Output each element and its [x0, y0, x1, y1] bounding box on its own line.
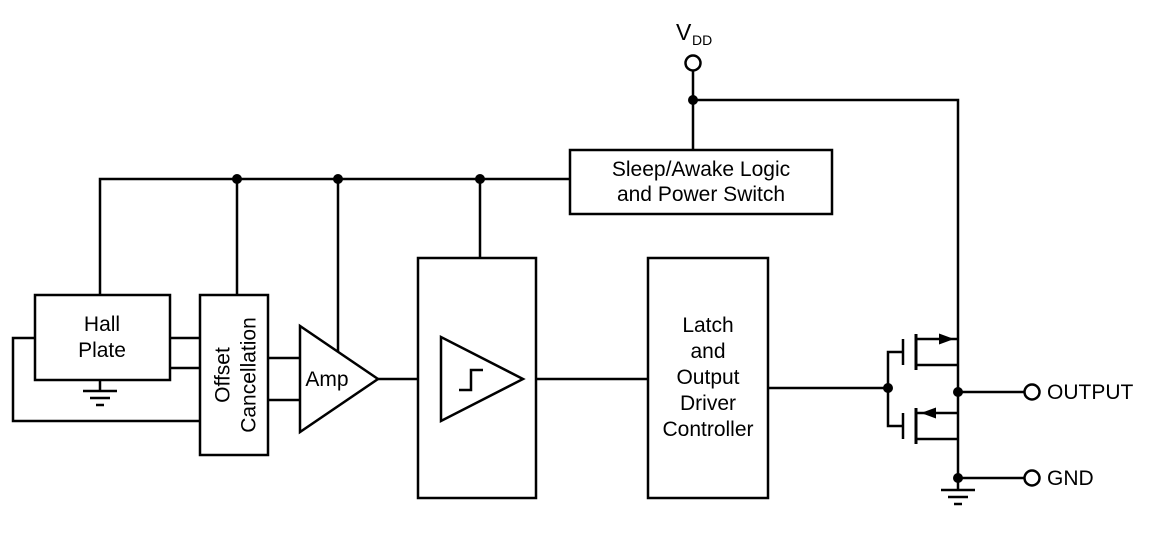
sleep-awake-label-line2: and Power Switch	[617, 183, 785, 206]
wire-hall-offset-wraparound	[11, 336, 200, 423]
junction-dot	[232, 174, 242, 184]
hall-plate-block: Hall Plate	[33, 293, 172, 382]
vdd-terminal: V DD	[676, 19, 712, 72]
output-label: OUTPUT	[1047, 381, 1134, 404]
mosfet-low-side	[901, 407, 958, 444]
mosfet-arrow-in-icon	[921, 407, 936, 419]
hall-plate-box	[33, 293, 172, 382]
wire-power-bus	[98, 177, 570, 295]
ground-symbol-output	[941, 488, 975, 506]
output-pin-circle	[1023, 383, 1041, 401]
wire-vdd-rail-right	[693, 98, 960, 490]
latch-label-line5: Controller	[662, 418, 753, 441]
gnd-terminal: GND	[1023, 467, 1094, 490]
gnd-label: GND	[1047, 467, 1094, 490]
amp-triangle	[298, 323, 381, 435]
hall-plate-label-line1: Hall	[84, 313, 120, 336]
output-terminal: OUTPUT	[1023, 381, 1134, 404]
junction-dot	[688, 95, 698, 105]
mosfet-high-side	[901, 333, 958, 370]
latch-label-line3: Output	[676, 366, 739, 389]
junction-dot	[883, 383, 893, 393]
junction-dot	[475, 174, 485, 184]
hysteresis-icon	[459, 368, 483, 392]
junction-dot	[953, 473, 963, 483]
latch-driver-box	[646, 256, 770, 500]
offset-cancellation-label-line1: Offset	[212, 347, 235, 403]
latch-label-line1: Latch	[682, 314, 733, 337]
latch-driver-block: Latch and Output Driver Controller	[646, 256, 770, 500]
offset-cancellation-block: Offset Cancellation	[198, 293, 270, 457]
sleep-awake-box	[568, 148, 834, 216]
hall-plate-label-line2: Plate	[78, 339, 126, 362]
vdd-label: V	[676, 19, 692, 45]
latch-label-line4: Driver	[680, 392, 736, 415]
mosfet-arrow-out-icon	[939, 333, 954, 345]
schmitt-comparator-triangle	[439, 334, 526, 424]
vdd-pin-circle	[684, 54, 702, 72]
sleep-awake-label-line1: Sleep/Awake Logic	[612, 158, 790, 181]
sleep-awake-block: Sleep/Awake Logic and Power Switch	[568, 148, 834, 216]
junction-dot	[333, 174, 343, 184]
amp-block: Amp	[298, 323, 381, 435]
ground-symbol-hall	[83, 380, 117, 407]
vdd-label-subscript: DD	[692, 32, 712, 48]
gnd-pin-circle	[1023, 469, 1041, 487]
offset-cancellation-box	[198, 293, 270, 457]
amp-label: Amp	[305, 368, 348, 391]
latch-label-line2: and	[690, 340, 725, 363]
junction-dot	[953, 387, 963, 397]
offset-cancellation-label-line2: Cancellation	[238, 317, 261, 433]
schmitt-trigger-block	[416, 256, 538, 500]
